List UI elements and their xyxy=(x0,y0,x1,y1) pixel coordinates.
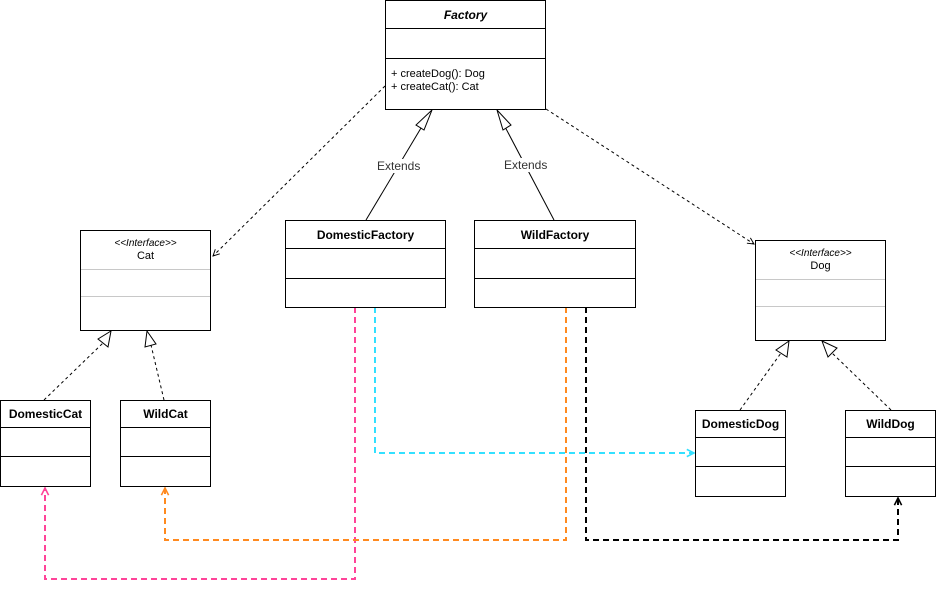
create-flow-domesticfactory-domesticdog xyxy=(374,307,694,453)
class-domesticcat-attributes xyxy=(1,428,90,457)
realize-triangle-domesticcat xyxy=(97,329,112,348)
inheritance-triangle-right xyxy=(496,109,512,131)
class-domesticfactory-operations xyxy=(286,279,445,307)
inheritance-triangle-left xyxy=(415,109,433,131)
class-domesticcat[interactable]: DomesticCat xyxy=(0,400,91,487)
operation-create-dog: + createDog(): Dog xyxy=(391,68,485,80)
class-wilddog-attributes xyxy=(846,438,935,467)
create-flow-wildfactory-wildcat xyxy=(165,307,567,541)
interface-dog[interactable]: <<Interface>> Dog xyxy=(755,240,886,341)
realize-triangle-wilddog xyxy=(821,340,838,358)
dependency-factory-dog xyxy=(545,108,754,244)
realize-triangle-domesticdog xyxy=(775,339,790,358)
class-factory-name: Factory xyxy=(386,1,545,29)
interface-cat-attributes xyxy=(81,270,210,297)
class-factory[interactable]: Factory + createDog(): Dog + createCat()… xyxy=(385,0,546,110)
class-wilddog-name: WildDog xyxy=(846,411,935,438)
interface-cat-header: <<Interface>> Cat xyxy=(81,231,210,270)
interface-dog-name: Dog xyxy=(810,260,831,272)
class-wilddog-operations xyxy=(846,467,935,496)
class-wildcat-operations xyxy=(121,457,210,486)
class-domesticdog[interactable]: DomesticDog xyxy=(695,410,786,497)
interface-dog-header: <<Interface>> Dog xyxy=(756,241,885,280)
class-factory-operations: + createDog(): Dog + createCat(): Cat xyxy=(386,59,545,109)
class-domesticcat-operations xyxy=(1,457,90,486)
class-wilddog[interactable]: WildDog xyxy=(845,410,936,497)
class-domesticfactory-name: DomesticFactory xyxy=(286,221,445,249)
interface-cat[interactable]: <<Interface>> Cat xyxy=(80,230,211,331)
create-flow-domesticfactory-domesticcat xyxy=(45,307,356,580)
realize-domesticcat-cat xyxy=(43,342,104,401)
class-wildcat-name: WildCat xyxy=(121,401,210,428)
class-domesticdog-operations xyxy=(696,467,785,496)
realize-wilddog-dog xyxy=(830,351,892,411)
interface-dog-stereotype: <<Interface>> xyxy=(789,248,852,259)
class-wildfactory-attributes xyxy=(475,249,635,279)
class-domesticfactory[interactable]: DomesticFactory xyxy=(285,220,446,308)
class-domesticdog-name: DomesticDog xyxy=(696,411,785,438)
extends-label-left: Extends xyxy=(376,159,422,173)
class-wildfactory[interactable]: WildFactory xyxy=(474,220,636,308)
dependency-factory-cat xyxy=(213,85,386,256)
extends-label-right: Extends xyxy=(503,158,549,172)
interface-cat-operations xyxy=(81,297,210,330)
interface-dog-operations xyxy=(756,307,885,340)
class-domesticfactory-attributes xyxy=(286,249,445,279)
create-flow-wildfactory-wilddog xyxy=(585,307,898,541)
operation-create-cat: + createCat(): Cat xyxy=(391,81,479,93)
class-wildcat-attributes xyxy=(121,428,210,457)
realize-domesticdog-dog xyxy=(739,352,782,411)
realize-triangle-wildcat xyxy=(144,329,157,348)
class-domesticcat-name: DomesticCat xyxy=(1,401,90,428)
class-wildfactory-name: WildFactory xyxy=(475,221,635,249)
interface-cat-stereotype: <<Interface>> xyxy=(114,238,177,249)
class-domesticdog-attributes xyxy=(696,438,785,467)
realize-wildcat-cat xyxy=(150,344,165,401)
class-factory-attributes xyxy=(386,29,545,59)
class-wildcat[interactable]: WildCat xyxy=(120,400,211,487)
class-wildfactory-operations xyxy=(475,279,635,307)
interface-dog-attributes xyxy=(756,280,885,307)
interface-cat-name: Cat xyxy=(136,250,155,262)
